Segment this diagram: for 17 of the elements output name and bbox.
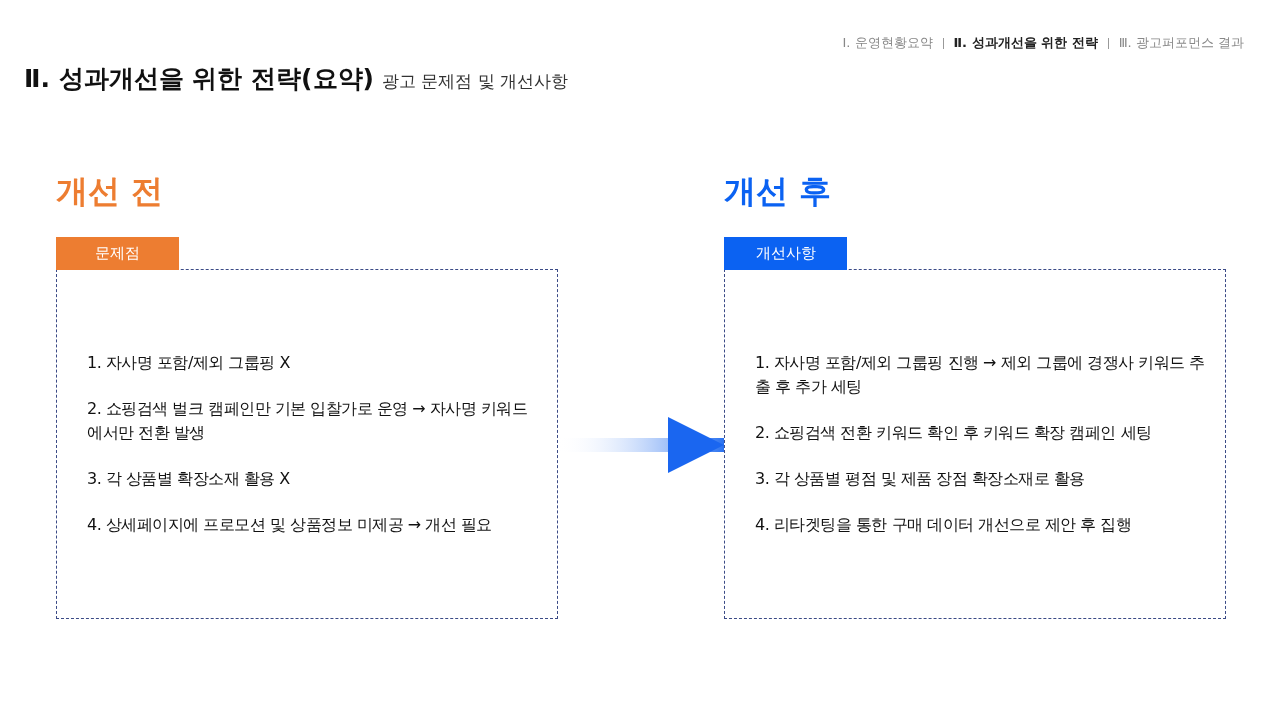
list-item: 1. 자사명 포함/제외 그룹핑 진행 → 제외 그룹에 경쟁사 키워드 추출 후 추가 세팅 [755,352,1205,398]
nav-item: Ⅲ. 광고퍼포먼스 결과 [1118,34,1244,52]
section-heading: 개선 전 [56,171,164,212]
tab-label: 개선사항 [724,237,847,270]
list-item: 4. 상세페이지에 프로모션 및 상품정보 미제공 → 개선 필요 [87,514,493,536]
slide-title: Ⅱ. 성과개선을 위한 전략(요약) [24,63,374,95]
list-item: 2. 쇼핑검색 전환 키워드 확인 후 키워드 확장 캠페인 세팅 [755,422,1153,444]
tab-label: 문제점 [56,237,179,270]
subtitle: 광고 문제점 및 개선사항 [381,70,569,93]
list-item: 3. 각 상품별 평점 및 제품 장점 확장소재로 활용 [755,468,1086,490]
nav-item: Ⅱ. 성과개선을 위한 전략 [953,34,1098,52]
nav-item: Ⅰ. 운영현황요약 [842,34,933,52]
list-item: 3. 각 상품별 확장소재 활용 X [87,468,291,490]
list-item: 1. 자사명 포함/제외 그룹핑 X [87,352,291,374]
list-item: 4. 리타겟팅을 통한 구매 데이터 개선으로 제안 후 집행 [755,514,1133,536]
list-item: 2. 쇼핑검색 벌크 캠페인만 기본 입찰가로 운영 → 자사명 키워드에서만 전환 발생 [87,398,529,444]
section-heading: 개선 후 [724,171,832,212]
